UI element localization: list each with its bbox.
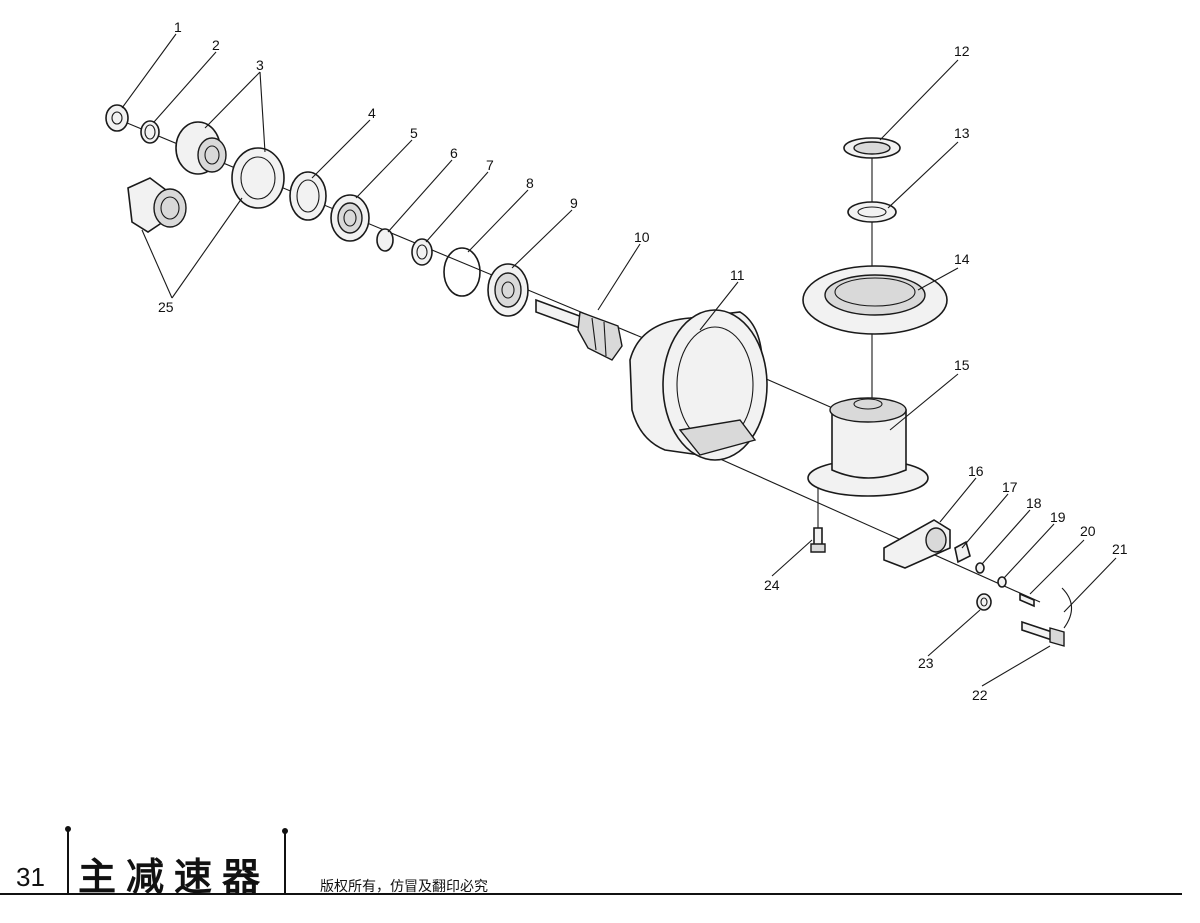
part-3-bearing-cap — [175, 121, 285, 209]
part-5-bearing — [330, 194, 370, 242]
label-23: 23 — [918, 655, 934, 671]
part-11-carrier-housing — [629, 309, 768, 461]
part-19-washer — [997, 576, 1007, 588]
part-8-oring — [443, 247, 481, 297]
label-17: 17 — [1002, 479, 1018, 495]
footer-divider-right — [284, 832, 286, 894]
part-9-bearing — [487, 263, 529, 317]
part-17-lock-plate — [954, 540, 971, 564]
label-19: 19 — [1050, 509, 1066, 525]
footer-baseline — [0, 893, 1182, 895]
part-12-bearing — [843, 137, 901, 159]
label-9: 9 — [570, 195, 578, 211]
part-23-washer — [976, 593, 992, 611]
label-1: 1 — [174, 19, 182, 35]
label-8: 8 — [526, 175, 534, 191]
label-12: 12 — [954, 43, 970, 59]
part-2-oring — [140, 120, 160, 144]
part-18-washer — [975, 562, 985, 574]
label-4: 4 — [368, 105, 376, 121]
label-22: 22 — [972, 687, 988, 703]
label-21: 21 — [1112, 541, 1128, 557]
part-22-bolt — [1021, 620, 1065, 647]
label-13: 13 — [954, 125, 970, 141]
part-7-spacer — [411, 238, 433, 266]
label-16: 16 — [968, 463, 984, 479]
footer-divider-left — [67, 830, 69, 894]
part-labels: 1 2 3 4 5 6 7 8 9 10 11 12 13 14 15 16 1… — [158, 19, 1128, 703]
part-4-seal — [289, 171, 327, 221]
label-2: 2 — [212, 37, 220, 53]
label-6: 6 — [450, 145, 458, 161]
part-6-ring — [376, 228, 394, 252]
part-20-bolt — [1019, 592, 1035, 608]
part-15-differential-case — [807, 397, 929, 497]
label-25: 25 — [158, 299, 174, 315]
part-10-drive-pinion — [535, 298, 623, 361]
section-title: 主减速器 — [78, 855, 271, 899]
label-20: 20 — [1080, 523, 1096, 539]
footer-divider-right-dot — [282, 828, 288, 834]
label-24: 24 — [764, 577, 780, 593]
part-24-bolt — [810, 527, 826, 553]
label-11: 11 — [730, 267, 745, 283]
part-16-bearing-cap — [883, 519, 951, 569]
label-18: 18 — [1026, 495, 1042, 511]
part-13-bearing-cup — [847, 201, 897, 223]
label-5: 5 — [410, 125, 418, 141]
label-15: 15 — [954, 357, 970, 373]
footer-divider-left-dot — [65, 826, 71, 832]
part-14-ring-gear — [802, 265, 948, 335]
label-7: 7 — [486, 157, 494, 173]
copyright-notice: 版权所有，仿冒及翻印必究 — [320, 879, 488, 895]
label-10: 10 — [634, 229, 650, 245]
part-25-adjuster-set — [127, 177, 187, 233]
page-number: 31 — [16, 862, 45, 892]
label-14: 14 — [954, 251, 970, 267]
part-1-washer — [105, 104, 129, 132]
label-3: 3 — [256, 57, 264, 73]
leader-lines — [121, 33, 1117, 687]
